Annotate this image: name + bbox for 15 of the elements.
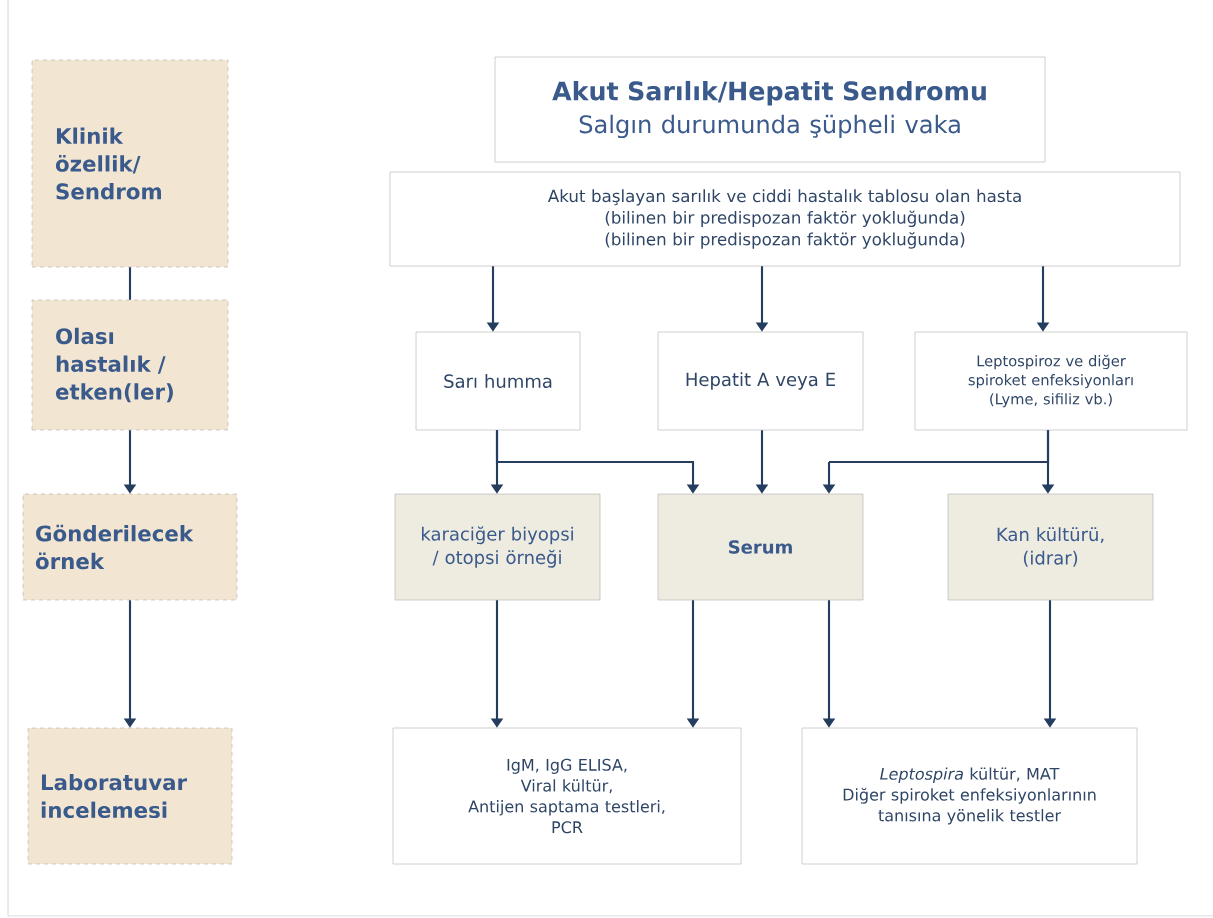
stage-box: Laboratuvar incelemesi [27,727,233,865]
stage-box: Klinik özellik/ Sendrom [31,59,229,268]
connector-line [128,267,132,300]
title-box: Akut Sarılık/Hepatit Sendromu Salgın durumunda şüpheli vaka [494,56,1046,163]
test-box: Leptospira kültür, MAT Diğer spiroket enfeksiyonlarının tanısına yönelik testler [801,727,1138,865]
sample-box: Kan kültürü, (idrar) [947,493,1154,601]
process-box: Akut başlayan sarılık ve ciddi hastalık tablosu olan hasta (bilinen bir predispozan faktör yokluğunda) (bilinen bir predispozan faktör yokluğunda) [389,171,1181,267]
sample-box: karaciğer biyopsi / otopsi örneği [394,493,601,601]
test-box: IgM, IgG ELISA, Viral kültür, Antijen saptama testleri, PCR [392,727,742,865]
sample-box: Serum [657,493,864,601]
stage-box: Gönderilecek örnek [22,493,238,601]
process-box: Leptospiroz ve diğer spiroket enfeksiyonları (Lyme, sifiliz vb.) [914,331,1188,431]
stage-box: Olası hastalık / etken(ler) [31,299,229,431]
process-box: Hepatit A veya E [657,331,864,431]
process-box: Sarı humma [415,331,581,431]
